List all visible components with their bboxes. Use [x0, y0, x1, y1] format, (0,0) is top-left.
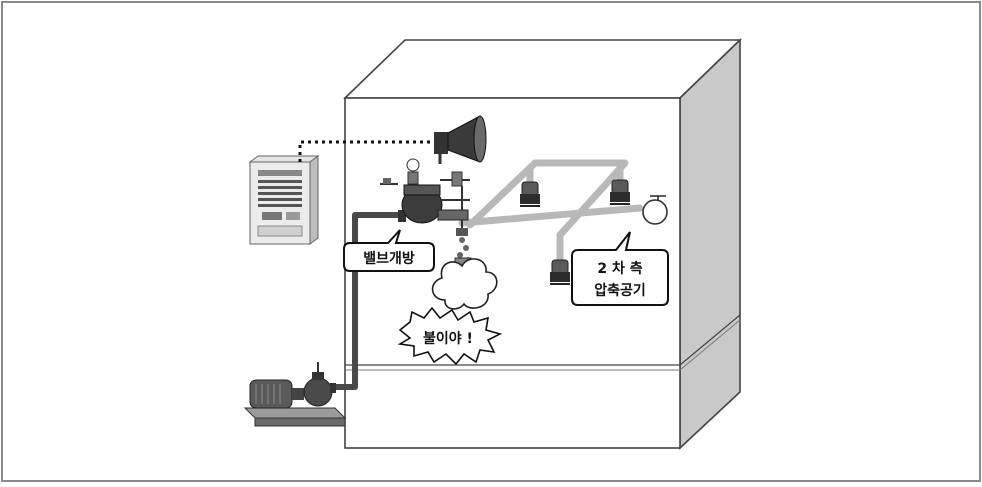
- main-supply-pipe: [330, 212, 400, 390]
- signal-line: [298, 140, 440, 162]
- sprinkler-head-icon: [550, 259, 570, 285]
- alarm-horn-icon: [434, 115, 487, 164]
- secondary-side-label: 2 차 측: [597, 261, 642, 277]
- floor-line-side-1: [679, 314, 741, 366]
- smoke-cloud-icon: [431, 258, 498, 310]
- fire-alert-burst: 불이야 !: [397, 306, 503, 366]
- fire-control-panel: [248, 155, 320, 245]
- fire-pump-icon: [243, 362, 347, 427]
- fire-label: 불이야 !: [423, 330, 473, 347]
- sprinkler-head-icon: [520, 181, 540, 207]
- alarm-valve-icon: [380, 158, 470, 236]
- sprinkler-head-icon: [610, 179, 630, 205]
- room-top-face: [343, 39, 742, 99]
- floor-line-side-2: [679, 319, 741, 371]
- room-side-face: [679, 38, 741, 450]
- valve-open-callout: 밸브개방: [343, 229, 435, 272]
- valve-open-label: 밸브개방: [363, 250, 415, 267]
- compressed-air-label: 압축공기: [594, 283, 646, 299]
- compressed-air-callout: 2 차 측 압축공기: [571, 231, 669, 306]
- pipe-end-cap-icon: [642, 195, 668, 225]
